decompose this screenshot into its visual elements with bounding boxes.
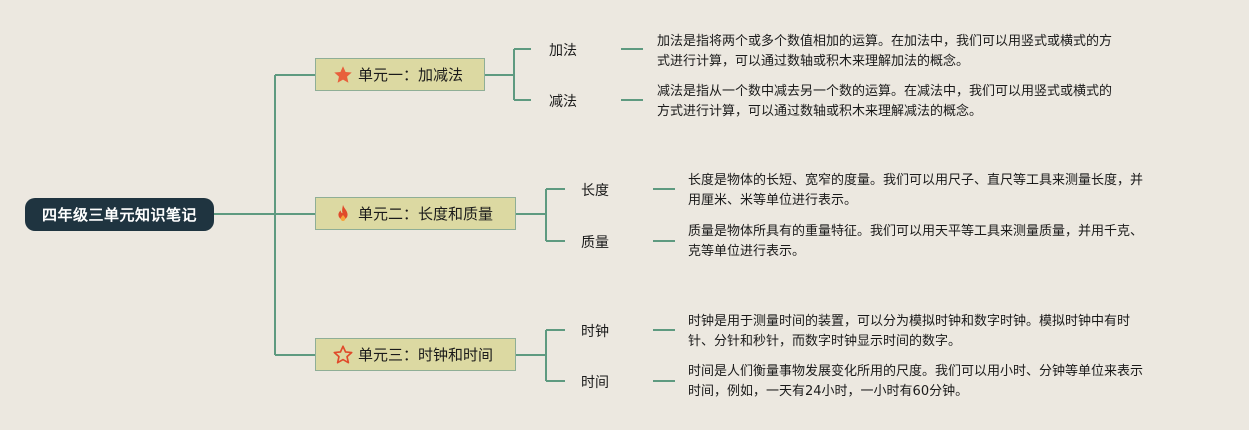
topic-description: 减法是指从一个数中减去另一个数的运算。在减法中，我们可以用竖式或横式的 方式进行…	[657, 84, 1113, 119]
unit-title: 单元一：加减法	[358, 66, 464, 84]
topic-label[interactable]: 减法	[549, 94, 577, 110]
unit-node-1[interactable]: 单元一：加减法	[315, 58, 485, 91]
unit-node-3[interactable]: 单元三：时钟和时间	[315, 338, 516, 371]
star-outline-icon	[332, 344, 354, 366]
topic-label[interactable]: 时间	[581, 375, 609, 391]
unit-node-2[interactable]: 单元二：长度和质量	[315, 197, 516, 230]
topic-description: 时钟是用于测量时间的装置，可以分为模拟时钟和数字时钟。模拟时钟中有时 针、分针和…	[688, 314, 1131, 349]
topic-label[interactable]: 长度	[581, 183, 609, 199]
topic-description: 加法是指将两个或多个数值相加的运算。在加法中，我们可以用竖式或横式的方 式进行计…	[657, 34, 1113, 69]
topic-description: 质量是物体所具有的重量特征。我们可以用天平等工具来测量质量，并用千克、 克等单位…	[688, 224, 1144, 259]
topic-label[interactable]: 质量	[581, 235, 609, 251]
topic-description: 长度是物体的长短、宽窄的度量。我们可以用尺子、直尺等工具来测量长度，并 用厘米、…	[688, 173, 1144, 208]
star-filled-icon	[332, 64, 354, 86]
topic-label[interactable]: 时钟	[581, 324, 609, 340]
fire-icon	[332, 203, 354, 225]
root-title: 四年级三单元知识笔记	[41, 206, 197, 224]
unit-title: 单元三：时钟和时间	[358, 346, 494, 364]
topic-description: 时间是人们衡量事物发展变化所用的尺度。我们可以用小时、分钟等单位来表示 时间，例…	[688, 364, 1144, 399]
root-node[interactable]: 四年级三单元知识笔记	[25, 198, 214, 231]
unit-title: 单元二：长度和质量	[358, 205, 494, 223]
topic-label[interactable]: 加法	[549, 43, 577, 59]
